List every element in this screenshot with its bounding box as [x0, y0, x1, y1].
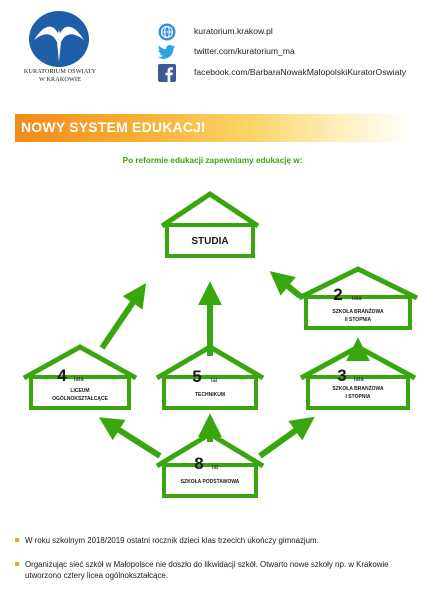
house-branzowa2-unit: lata — [352, 296, 362, 302]
house-liceum-label1: LICEUM — [70, 388, 89, 394]
twitter-bird-icon — [158, 45, 175, 59]
website-link[interactable]: kuratorium.krakow.pl — [158, 23, 425, 43]
house-branzowa1-label2: I STOPNIA — [346, 394, 371, 400]
kuratorium-logo: KURATORIUM OŚWIATY W KRAKOWIE — [14, 10, 106, 88]
house-branzowa1-number: 3 — [337, 366, 346, 385]
swallow-emblem-icon — [29, 11, 89, 67]
arrow-podstawowa-to-branzowa1 — [258, 416, 315, 459]
intro-text: Po reformie edukacji zapewniamy edukację… — [122, 156, 303, 165]
house-technikum-number: 5 — [192, 367, 201, 386]
house-branzowa2-label1: SZKOŁA BRANŻOWA — [332, 308, 384, 315]
house-liceum: 4 lata LICEUM OGÓLNOKSZTAŁCĄCE — [22, 344, 138, 410]
house-podstawowa-unit: lat — [212, 465, 219, 471]
bullet-square-icon — [15, 538, 19, 542]
bullet-square-icon — [15, 562, 19, 566]
facebook-icon — [158, 64, 176, 82]
twitter-link[interactable]: twitter.com/kuratorium_ma — [158, 43, 425, 63]
house-technikum-unit: lat — [211, 378, 218, 384]
house-podstawowa-label1: SZKOŁA PODSTAWOWA — [181, 479, 240, 485]
logo-caption: KURATORIUM OŚWIATY W KRAKOWIE — [23, 68, 97, 83]
house-branzowa2-number: 2 — [333, 285, 342, 304]
section-header-bar: NOWY SYSTEM EDUKACJI — [15, 114, 410, 142]
progression-arrows — [98, 271, 370, 459]
house-technikum: 5 lat TECHNIKUM — [155, 344, 265, 410]
house-technikum-label1: TECHNIKUM — [195, 392, 225, 398]
house-branzowa2: 2 lata SZKOŁA BRANŻOWA II STOPNIA — [297, 266, 419, 330]
house-branzowa1-unit: lata — [354, 377, 364, 383]
section-title: NOWY SYSTEM EDUKACJI — [21, 119, 206, 135]
house-liceum-number: 4 — [57, 366, 67, 385]
facebook-link[interactable]: facebook.com/BarbaraNowakMalopolskiKurat… — [158, 64, 425, 84]
arrow-branzowa2-to-studia — [269, 271, 302, 299]
arrow-liceum-to-studia — [99, 283, 147, 350]
house-podstawowa-number: 8 — [194, 454, 203, 473]
house-studia-label: STUDIA — [191, 236, 228, 247]
house-branzowa1: 3 lata SZKOŁA BRANŻOWA I STOPNIA — [299, 344, 417, 410]
house-studia: STUDIA — [160, 190, 260, 258]
house-branzowa1-label1: SZKOŁA BRANŻOWA — [332, 385, 384, 392]
house-liceum-label2: OGÓLNOKSZTAŁCĄCE — [52, 394, 108, 402]
globe-icon — [158, 23, 176, 41]
house-branzowa2-label2: II STOPNIA — [345, 317, 372, 323]
arrow-podstawowa-to-liceum — [98, 417, 162, 459]
house-liceum-unit: lata — [74, 377, 84, 383]
house-podstawowa: 8 lat SZKOŁA PODSTAWOWA — [155, 431, 265, 498]
